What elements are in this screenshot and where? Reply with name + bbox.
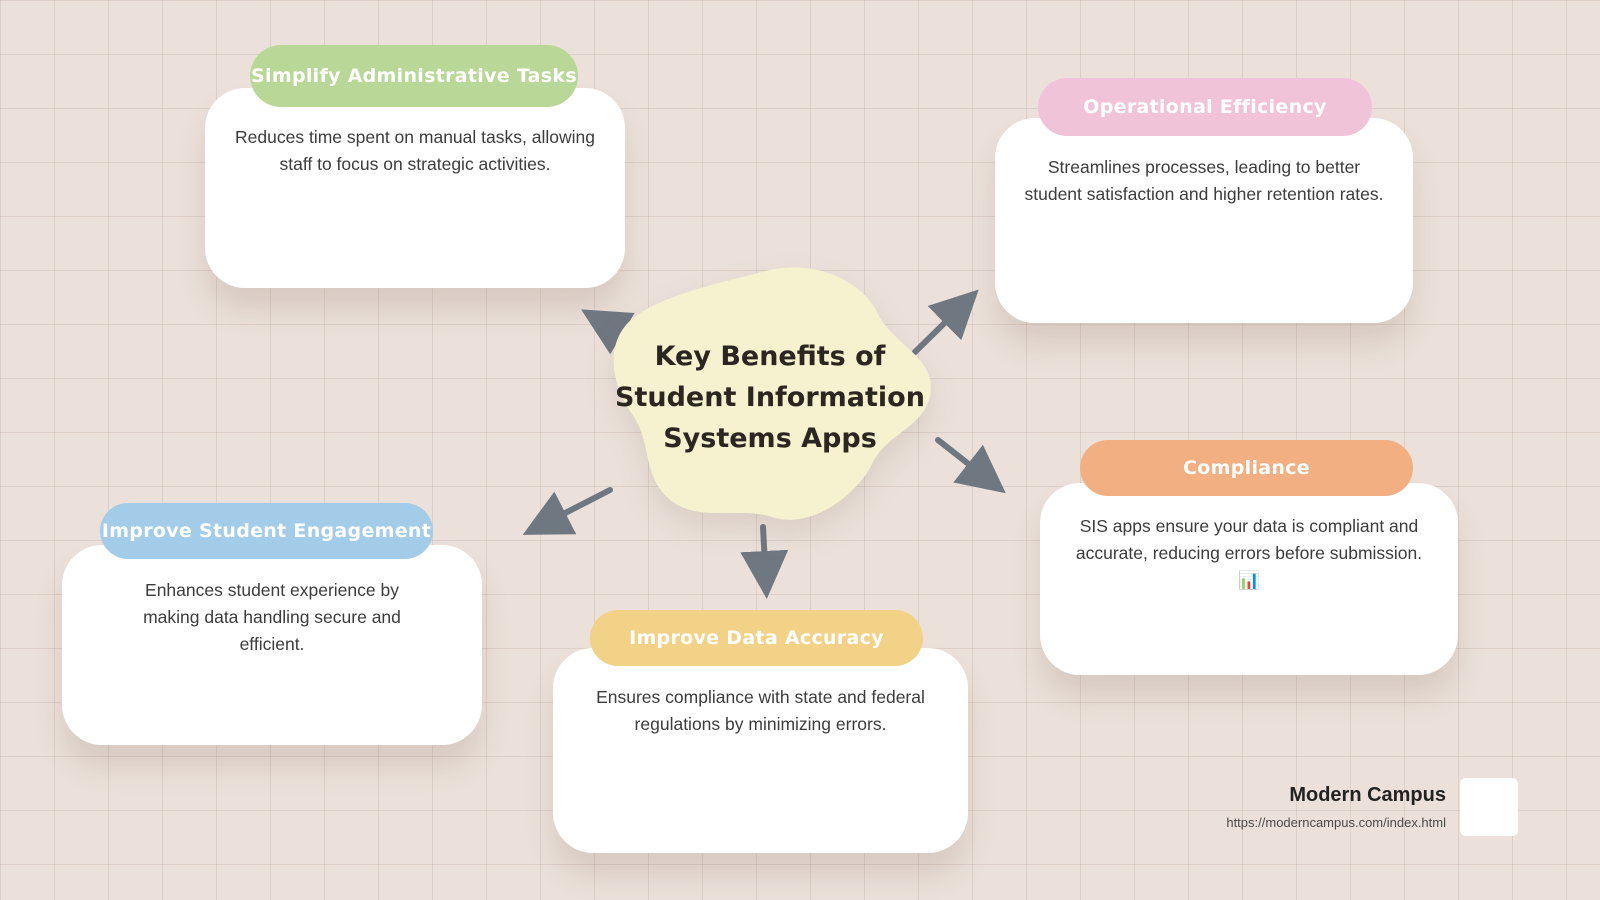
card-body-text: Ensures compliance with state and federa… xyxy=(596,687,925,735)
card-body-text: Streamlines processes, leading to better… xyxy=(1024,157,1384,205)
card-title-compliance: Compliance xyxy=(1080,440,1413,496)
pill-label: Operational Efficiency xyxy=(1083,96,1327,118)
brand-name: Modern Campus xyxy=(1289,784,1446,806)
card-body-text: Enhances student experience by making da… xyxy=(143,580,401,655)
arrow-right xyxy=(935,437,1006,494)
center-title-line: Key Benefits of xyxy=(654,340,886,372)
card-compliance: SIS apps ensure your data is compliant a… xyxy=(1040,483,1458,675)
center-title-line: Systems Apps xyxy=(663,422,877,454)
center-title-line: Student Information xyxy=(615,381,925,413)
card-title-improve-student-engagement: Improve Student Engagement xyxy=(100,503,433,559)
pill-label: Simplify Administrative Tasks xyxy=(251,65,577,87)
brand-logo xyxy=(1460,778,1518,836)
card-title-simplify-admin-tasks: Simplify Administrative Tasks xyxy=(250,45,578,107)
card-operational-efficiency: Streamlines processes, leading to better… xyxy=(995,118,1413,323)
center-topic: Key Benefits of Student Information Syst… xyxy=(600,262,940,532)
attribution: Modern Campus https://moderncampus.com/i… xyxy=(1226,778,1518,836)
center-title: Key Benefits of Student Information Syst… xyxy=(600,262,940,532)
blob-path xyxy=(613,267,931,520)
blob-shape xyxy=(613,267,931,520)
pill-label: Improve Data Accuracy xyxy=(629,627,884,649)
pill-label: Compliance xyxy=(1183,457,1310,479)
card-improve-data-accuracy: Ensures compliance with state and federa… xyxy=(553,648,968,853)
arrow-bottom-left xyxy=(522,487,613,535)
source-url: https://moderncampus.com/index.html xyxy=(1226,815,1446,830)
card-body-text: Reduces time spent on manual tasks, allo… xyxy=(235,127,595,175)
card-body-text: SIS apps ensure your data is compliant a… xyxy=(1075,516,1423,591)
arrow-bottom xyxy=(740,524,789,599)
card-simplify-admin-tasks: Reduces time spent on manual tasks, allo… xyxy=(205,88,625,288)
card-title-operational-efficiency: Operational Efficiency xyxy=(1038,78,1372,136)
pill-label: Improve Student Engagement xyxy=(101,520,432,542)
card-improve-student-engagement: Enhances student experience by making da… xyxy=(62,545,482,745)
card-title-improve-data-accuracy: Improve Data Accuracy xyxy=(590,610,923,666)
